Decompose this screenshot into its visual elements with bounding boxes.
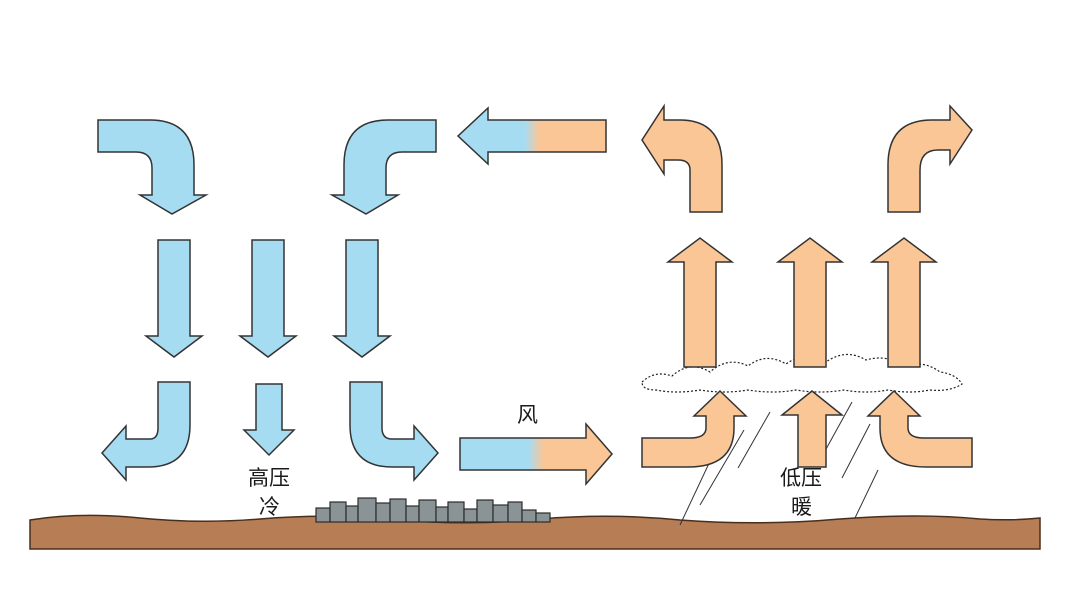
arrow-bottom-middle-up xyxy=(779,390,845,468)
low-pressure-label: 低压 xyxy=(780,466,822,490)
cloud-band xyxy=(641,353,963,393)
arrow-down-3 xyxy=(331,239,393,358)
warm-air-arrows xyxy=(641,103,973,468)
arrow-down-middle xyxy=(242,383,296,457)
arrow-bottom-right-curve xyxy=(349,381,440,482)
wind-arrows xyxy=(456,106,613,487)
upper-return-arrow xyxy=(456,106,607,166)
cold-air-arrows xyxy=(97,119,440,482)
warm-label: 暖 xyxy=(791,495,812,519)
arrow-up-3 xyxy=(869,237,939,368)
arrow-down-1 xyxy=(143,239,205,358)
arrow-top-up-right xyxy=(887,104,973,213)
cold-label: 冷 xyxy=(259,495,280,519)
arrow-up-1 xyxy=(665,237,735,368)
arrow-down-2 xyxy=(237,239,299,358)
city-buildings xyxy=(315,497,551,523)
surface-wind-arrow xyxy=(459,421,613,487)
arrow-top-up-left xyxy=(641,103,723,213)
wind-label: 风 xyxy=(517,403,538,427)
high-pressure-label: 高压 xyxy=(248,466,290,490)
arrow-top-right-curve xyxy=(329,119,437,215)
arrow-top-left-curve xyxy=(97,119,209,215)
arrow-bottom-left-up xyxy=(641,389,748,468)
arrow-up-2 xyxy=(775,237,845,368)
arrow-bottom-left-curve xyxy=(100,381,191,482)
arrow-bottom-right-up xyxy=(866,389,973,468)
